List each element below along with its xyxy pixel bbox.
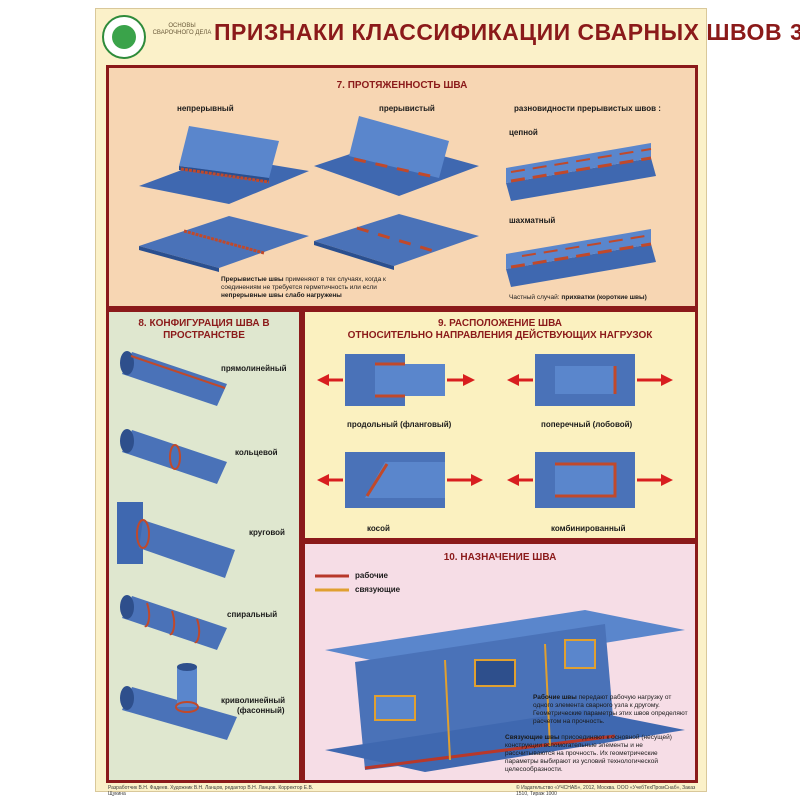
intermittent-tee-joint-illustration [314,116,479,196]
label-curved: криволинейный [221,696,286,705]
label-intermittent: прерывистый [379,104,435,113]
poster-number: 3 [790,19,800,45]
section-title-2: ОТНОСИТЕЛЬНО НАПРАВЛЕНИЯ ДЕЙСТВУЮЩИХ НАГ… [347,330,653,341]
label-longitudinal: продольный (фланговый) [347,420,452,429]
label-varieties: разновидности прерывистых швов : [514,104,661,113]
oblique-weld-illustration [317,452,483,508]
poster: ОСНОВЫ СВАРОЧНОГО ДЕЛА ПРИЗНАКИ КЛАССИФИ… [95,8,800,797]
combined-weld-illustration [507,452,673,508]
transverse-weld-illustration [507,354,673,406]
intermittent-note: Прерывистые швы применяют в тех случаях,… [221,276,386,299]
label-transverse: поперечный (лобовой) [541,420,633,429]
panel-weld-purpose: 10. НАЗНАЧЕНИЕ ШВА рабочие связующие Раб… [302,541,698,783]
straight-seam-pipe-illustration [120,351,227,406]
label-chain: цепной [509,128,538,137]
logo-icon [102,15,146,59]
section-title: 8. КОНФИГУРАЦИЯ ШВА В ПРОСТРАНСТВЕ [138,318,270,341]
i-beam-illustration [325,610,685,772]
longitudinal-weld-illustration [317,354,475,406]
special-case-note: Частный случай: прихватки (короткие швы) [509,294,647,301]
intermittent-butt-joint-illustration [314,214,479,270]
logo-text: ОСНОВЫ СВАРОЧНОГО ДЕЛА [152,23,212,36]
panel-weld-configuration: 8. КОНФИГУРАЦИЯ ШВА В ПРОСТРАНСТВЕ прямо… [106,309,302,783]
label-continuous: непрерывный [177,104,234,113]
connecting-welds-note: Связующие швы присоединяют к основной (н… [505,734,672,773]
label-oblique: косой [367,524,390,533]
ring-seam-pipe-illustration [120,429,227,484]
label-ring: кольцевой [235,448,278,457]
panel-weld-length: 7. ПРОТЯЖЕННОСТЬ ШВА непрерывный прерыви… [106,65,698,309]
continuous-tee-joint-illustration [139,126,309,204]
chain-weld-illustration [506,143,656,201]
legend-working: рабочие [355,571,388,580]
continuous-butt-joint-illustration [139,216,309,272]
circular-seam-pipe-illustration [117,502,235,578]
working-welds-note: Рабочие швы передают рабочую нагрузку от… [533,694,688,725]
legend-connecting: связующие [355,585,401,594]
title-text: ПРИЗНАКИ КЛАССИФИКАЦИИ СВАРНЫХ ШВОВ [214,19,783,45]
footer-credits: Разработчик В.Н. Фадеев. Художник В.Н. Л… [108,785,314,797]
section-title-1: 9. РАСПОЛОЖЕНИЕ ШВА [437,318,563,329]
curved-seam-pipe-illustration [120,663,237,740]
label-staggered: шахматный [509,216,556,225]
page-title: ПРИЗНАКИ КЛАССИФИКАЦИИ СВАРНЫХ ШВОВ 3 [214,19,800,46]
label-curved-shaped: (фасонный) [237,706,285,715]
footer-publisher: © Издательство «УЧСНАБ», 2012, Москва. О… [516,785,696,797]
section-title: 7. ПРОТЯЖЕННОСТЬ ШВА [336,80,468,91]
panel-weld-load-direction: 9. РАСПОЛОЖЕНИЕ ШВА ОТНОСИТЕЛЬНО НАПРАВЛ… [302,309,698,541]
label-combined: комбинированный [551,524,626,533]
label-spiral: спиральный [227,610,278,619]
section-title: 10. НАЗНАЧЕНИЕ ШВА [443,552,557,563]
label-circular: круговой [249,528,285,537]
spiral-seam-pipe-illustration [120,595,227,650]
staggered-weld-illustration [506,229,656,287]
label-straight: прямолинейный [221,364,287,373]
legend-swatches [315,574,349,592]
